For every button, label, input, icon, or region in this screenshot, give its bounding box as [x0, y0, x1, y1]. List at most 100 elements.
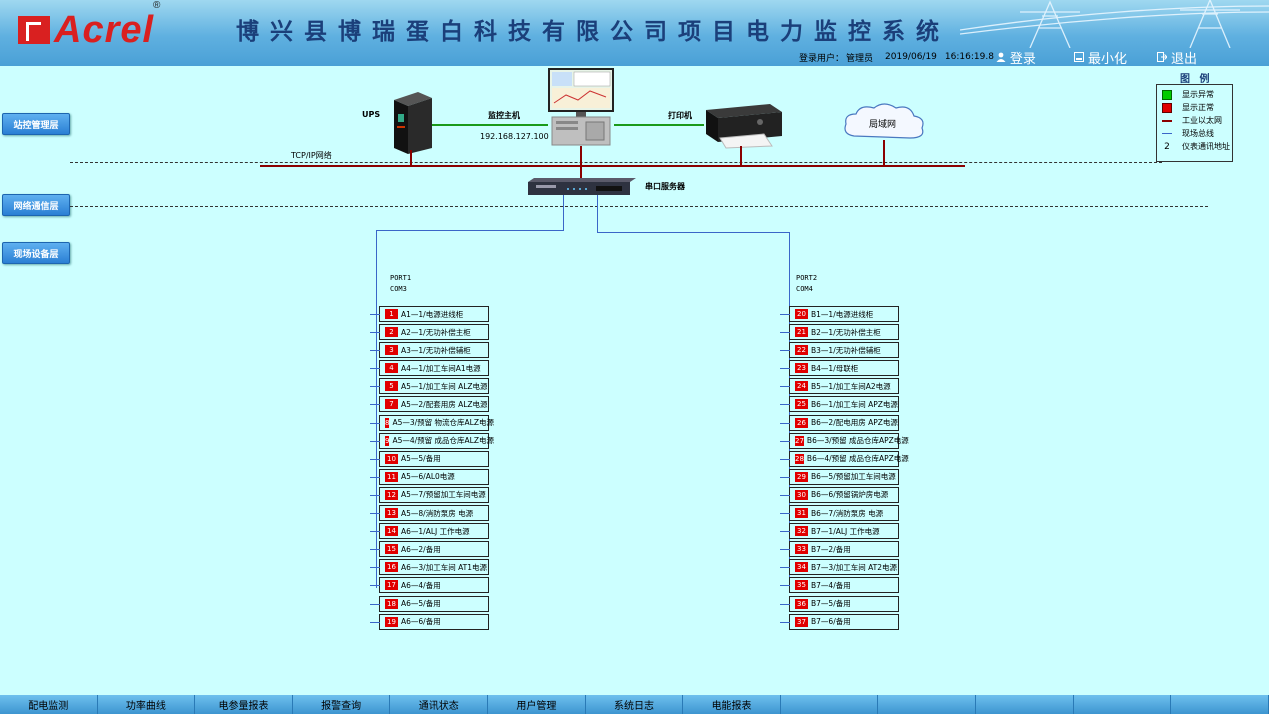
- nav-tab-6[interactable]: 用户管理: [488, 695, 586, 714]
- device-bus-stub: [370, 621, 380, 623]
- nav-tab-13[interactable]: [1171, 695, 1269, 714]
- device-status-indicator[interactable]: 25: [795, 399, 808, 410]
- network-layer-button[interactable]: 网络通信层: [2, 194, 70, 216]
- device-status-indicator[interactable]: 30: [795, 489, 808, 500]
- station-layer-button[interactable]: 站控管理层: [2, 113, 70, 135]
- device-status-indicator[interactable]: 18: [385, 598, 398, 609]
- device-status-indicator[interactable]: 28: [795, 453, 804, 464]
- monitoring-host-icon[interactable]: [546, 67, 616, 147]
- device-status-indicator[interactable]: 3: [385, 345, 398, 356]
- device-status-indicator[interactable]: 21: [795, 327, 808, 338]
- device-status-indicator[interactable]: 37: [795, 616, 808, 627]
- exit-button[interactable]: 退出: [1156, 48, 1197, 67]
- device-status-indicator[interactable]: 1: [385, 309, 398, 319]
- nav-tab-3[interactable]: 电参量报表: [195, 695, 293, 714]
- device-status-indicator[interactable]: 9: [385, 435, 390, 446]
- device-status-indicator[interactable]: 19: [385, 616, 398, 627]
- serial-server-icon[interactable]: [528, 178, 636, 196]
- nav-tab-4[interactable]: 报警查询: [293, 695, 391, 714]
- device-status-indicator[interactable]: 8: [385, 417, 390, 428]
- nav-tab-1[interactable]: 配电监测: [0, 695, 98, 714]
- field-layer-button[interactable]: 现场设备层: [2, 242, 70, 264]
- device-status-indicator[interactable]: 26: [795, 417, 808, 428]
- lan-cloud-icon[interactable]: [840, 100, 928, 144]
- device-status-indicator[interactable]: 17: [385, 580, 398, 591]
- device-status-indicator[interactable]: 34: [795, 562, 808, 573]
- login-button[interactable]: 登录: [996, 48, 1036, 67]
- device-status-indicator[interactable]: 15: [385, 544, 398, 555]
- device-name: B7—3/加工车间 AT2电源: [811, 562, 898, 572]
- device-status-indicator[interactable]: 35: [795, 580, 808, 591]
- device-status-indicator[interactable]: 5: [385, 381, 398, 392]
- nav-tab-11[interactable]: [976, 695, 1074, 714]
- device-status-indicator[interactable]: 31: [795, 508, 808, 519]
- device-status-indicator[interactable]: 29: [795, 471, 808, 482]
- device-status-indicator[interactable]: 22: [795, 345, 808, 356]
- minimize-button[interactable]: 最小化: [1073, 48, 1127, 67]
- nav-tab-7[interactable]: 系统日志: [586, 695, 684, 714]
- device-status-indicator[interactable]: 11: [385, 471, 398, 482]
- device-status-indicator[interactable]: 10: [385, 453, 398, 464]
- nav-tab-10[interactable]: [878, 695, 977, 714]
- device-status-indicator[interactable]: 13: [385, 508, 398, 519]
- status-line: 登录用户： 管理员 2019/06/19 16:16:19.8 登录 最小化 退…: [799, 48, 1269, 67]
- nav-tab-9[interactable]: [781, 695, 879, 714]
- device-status-indicator[interactable]: 27: [795, 435, 804, 446]
- device-status-indicator[interactable]: 7: [385, 399, 398, 410]
- device-status-indicator[interactable]: 33: [795, 544, 808, 555]
- device-status-indicator[interactable]: 12: [385, 489, 398, 500]
- device-status-indicator[interactable]: 32: [795, 526, 808, 537]
- ups-device-icon[interactable]: [388, 90, 434, 156]
- nav-tab-5[interactable]: 通讯状态: [390, 695, 489, 714]
- device-status-indicator[interactable]: 23: [795, 363, 808, 374]
- printer-icon[interactable]: [700, 100, 784, 150]
- device-status-indicator[interactable]: 16: [385, 562, 398, 573]
- device-status-indicator[interactable]: 2: [385, 327, 398, 338]
- nav-tab-2[interactable]: 功率曲线: [98, 695, 196, 714]
- device-status-indicator[interactable]: 4: [385, 363, 398, 374]
- device-status-indicator[interactable]: 20: [795, 309, 808, 319]
- device-status-indicator[interactable]: 14: [385, 526, 398, 537]
- device-status-indicator[interactable]: 24: [795, 381, 808, 392]
- device-status-indicator[interactable]: 36: [795, 598, 808, 609]
- nav-tab-12[interactable]: [1074, 695, 1172, 714]
- nav-tab-8[interactable]: 电能报表: [683, 695, 781, 714]
- acrel-logo: Acrel: [18, 9, 154, 51]
